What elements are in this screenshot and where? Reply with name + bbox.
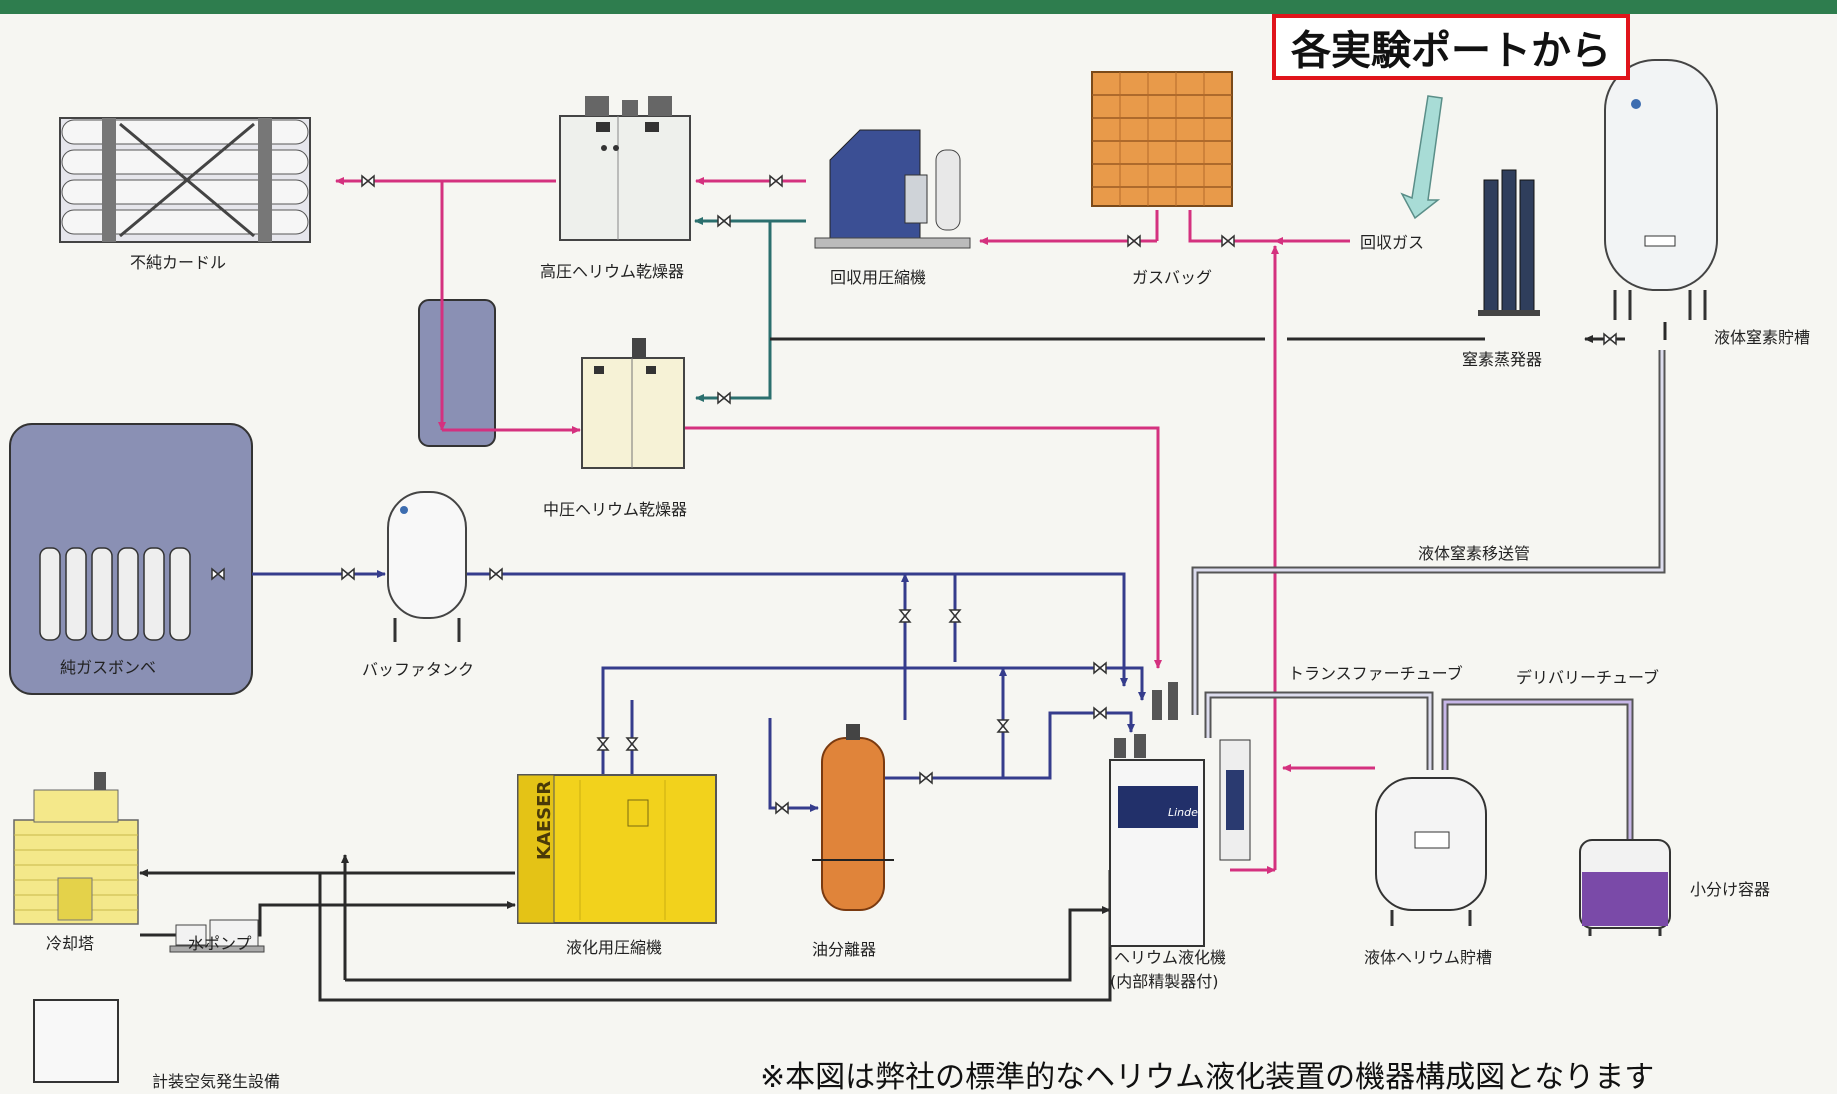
small-container xyxy=(1579,839,1671,936)
label-hp-dryer: 高圧ヘリウム乾燥器 xyxy=(540,262,685,281)
kaeser-brand-text: KAESER xyxy=(534,780,555,860)
label-delivery-tube: デリバリーチューブ xyxy=(1516,668,1660,687)
buffer-tank xyxy=(387,491,467,642)
label-transfer-tube: トランスファーチューブ xyxy=(1288,664,1463,683)
impure-curdle xyxy=(59,117,311,243)
callout-box: 各実験ポートから xyxy=(1272,14,1630,80)
label-mp-dryer: 中圧ヘリウム乾燥器 xyxy=(543,500,688,519)
blue-piping xyxy=(252,570,1146,812)
transfer-lines xyxy=(1191,350,1666,840)
label-recovery-compressor: 回収用圧縮機 xyxy=(830,268,927,287)
label-liquefier-sub: (内部精製器付) xyxy=(1110,972,1219,991)
green-piping xyxy=(694,217,806,402)
lhe-storage xyxy=(1375,777,1487,926)
recovery-compressor xyxy=(814,129,971,249)
label-buffer-tank: バッファタンク xyxy=(362,660,475,679)
label-instrument-air: 計装空気発生設備 xyxy=(152,1072,281,1091)
label-small-container: 小分け容器 xyxy=(1690,880,1771,899)
linde-brand-text: Linde xyxy=(1168,806,1198,819)
footnote: ※本図は弊社の標準的なヘリウム液化装置の機器構成図となります xyxy=(760,1060,1655,1094)
label-cooling-tower: 冷却塔 xyxy=(46,934,95,953)
label-oil-separator: 油分離器 xyxy=(812,940,877,959)
liq-compressor xyxy=(517,774,717,924)
pure-gas-cylinders xyxy=(39,547,191,641)
valves xyxy=(211,174,1617,815)
label-ln2-storage: 液体窒素貯槽 xyxy=(1714,328,1811,347)
instrument-air-unit xyxy=(33,999,119,1083)
label-pure-gas-cylinders: 純ガスボンベ xyxy=(60,658,157,677)
highlight-box-branch xyxy=(418,299,496,447)
label-gas-bag: ガスバッグ xyxy=(1132,268,1213,287)
cooling-tower xyxy=(13,772,139,925)
water-pump xyxy=(169,919,265,953)
callout-arrow xyxy=(1400,95,1443,220)
label-nitrogen-evaporator: 窒素蒸発器 xyxy=(1462,350,1543,369)
label-ln2-transfer: 液体窒素移送管 xyxy=(1418,544,1531,563)
label-liq-compressor: 液化用圧縮機 xyxy=(566,938,663,957)
label-liquefier: ヘリウム液化機 xyxy=(1114,948,1227,967)
helium-liquefier xyxy=(1109,682,1251,947)
oil-separator xyxy=(812,724,894,911)
label-water-pump: 水ポンプ xyxy=(188,934,252,953)
hp-dryer xyxy=(559,96,691,241)
top-banner-bar xyxy=(0,0,1837,14)
label-impure-curdle: 不純カードル xyxy=(130,253,227,272)
gas-bag xyxy=(1091,71,1233,207)
label-recovery-gas: 回収ガス xyxy=(1360,233,1425,252)
label-lhe-storage: 液体ヘリウム貯槽 xyxy=(1364,948,1493,967)
ln2-storage-tank xyxy=(1604,59,1718,320)
nitrogen-evaporator xyxy=(1478,169,1540,316)
mp-dryer xyxy=(581,338,685,469)
